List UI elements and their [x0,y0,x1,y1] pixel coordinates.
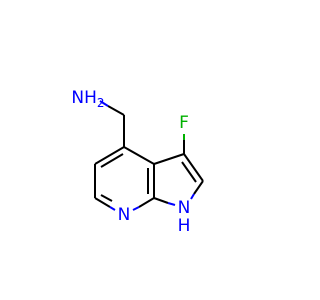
atom-label-layer: NH2 F N N H [71,88,190,236]
bond-c3-c2-double [181,161,197,183]
bond-n7-c7a-n-segment [132,206,140,211]
bond-n1-c7a-n-segment [167,202,176,206]
molecule-structure: NH2 F N N H [71,88,204,236]
bond-c3a-c3 [153,153,185,165]
pyridine-nitrogen-label: N [118,205,131,225]
fluorine-label: F [179,113,189,133]
bond-c6-n7-double [100,194,113,202]
bond-c4-c5-double [100,153,124,168]
amine-nitrogen-label: NH2 [71,88,104,110]
amine-nh-text: NH [71,88,97,108]
bond-c4-c3a [123,146,155,165]
bond-ch2-amine [107,105,125,116]
bond-c4-c5 [94,146,125,165]
bond-c6-n7-n-segment [109,206,116,211]
bond-n7-c7a [138,197,155,208]
bond-c2-n1-n-segment [190,193,195,200]
bond-c6-n7 [94,197,111,208]
bond-ch2-amine-n-segment [99,100,109,107]
bond-c3-c2 [183,153,204,182]
pyrrole-nitrogen-label: N [178,198,191,218]
bond-c2-n1 [193,180,204,195]
bond-n1-c7a [153,197,169,204]
bond-layer [94,100,204,211]
pyrrole-hydrogen-label: H [178,216,191,236]
amine-subscript: 2 [97,96,105,110]
